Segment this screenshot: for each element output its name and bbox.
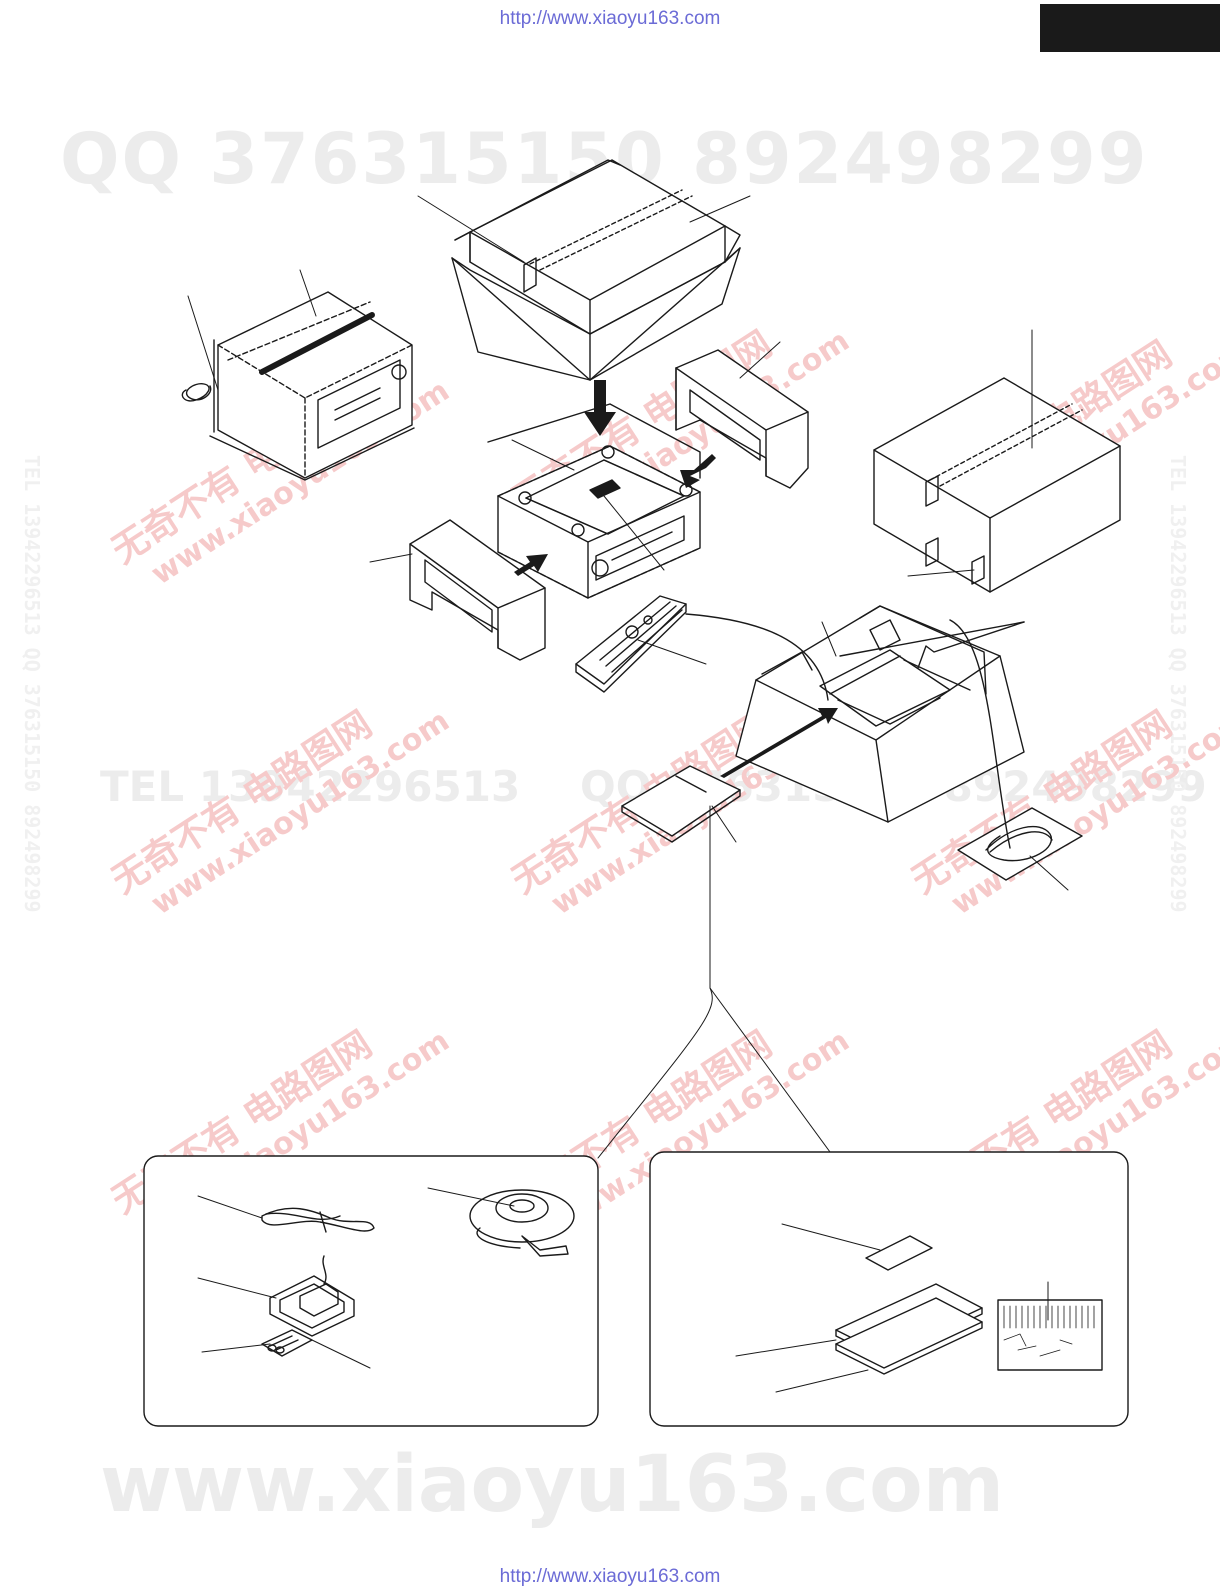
watermark-site: www.xiaoyu163.com [100,1440,1005,1530]
outer-carton-closed [873,377,1121,593]
instruction-manual-2 [835,1297,983,1375]
main-unit [497,445,701,599]
label-sheet [997,1299,1103,1371]
leader-lines [187,195,1069,1159]
url-bottom[interactable]: http://www.xiaoyu163.com [499,1566,721,1587]
setup-microphone-bag [957,807,1083,881]
mic-path [949,619,1011,849]
pad-left [409,519,546,661]
outer-carton-open [451,159,741,381]
accessories-panel-left [143,1155,599,1427]
warranty-card [865,1235,933,1271]
arrow-to-slot-1 [917,621,1025,669]
accessories-panel-right [649,1151,1129,1427]
am-loop-antenna [269,1255,355,1337]
accessory-bag [621,765,741,843]
page-number-tab [1040,4,1220,52]
remote-controller [575,595,687,693]
accessory-carton-open [735,605,1025,823]
assembly-arrows [514,380,838,778]
watermark-tel: TEL 13942296513 [100,762,521,811]
setup-microphone [469,1189,575,1257]
pad-right [675,349,809,489]
poly-bag-wrapped-unit [181,291,415,481]
remote-path [685,613,829,701]
url-top[interactable]: http://www.xiaoyu163.com [499,8,721,29]
fm-antenna [261,1207,375,1233]
